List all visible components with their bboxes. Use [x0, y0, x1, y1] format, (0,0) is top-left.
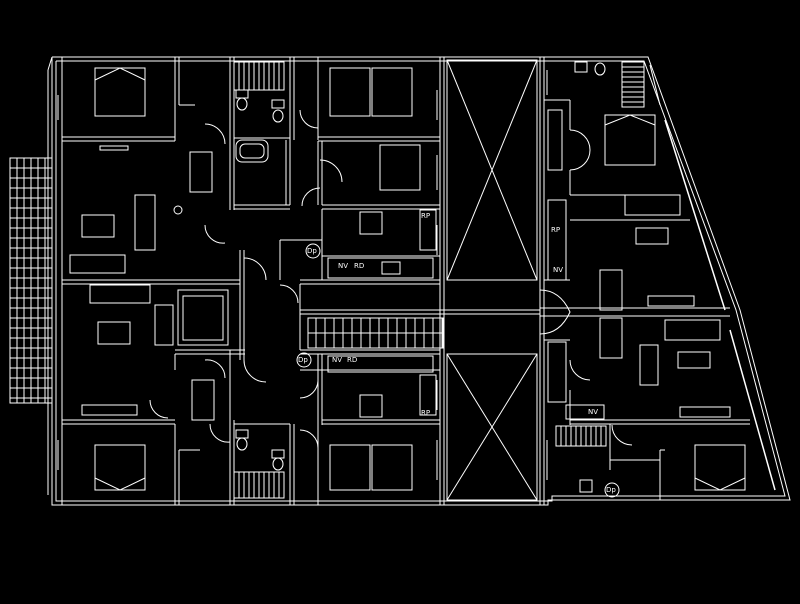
bathtub-icon: [235, 139, 269, 163]
dp-circles: [296, 243, 620, 498]
door-swing-icon: [149, 109, 633, 449]
sink-icon: [327, 109, 605, 420]
label-nv-2: NV: [332, 356, 342, 364]
bed-icon: [94, 67, 746, 491]
label-rp-1: RP: [421, 212, 430, 220]
label-dp-1: Dp: [307, 247, 317, 255]
outer-walls: [47, 56, 791, 506]
appliance-labels: RP RP RP NV RD NV RD NV NV Dp Dp Dp: [298, 212, 616, 494]
sofa-icon: [69, 194, 721, 386]
balcony-icon: [9, 157, 53, 404]
label-dp-3: Dp: [606, 486, 616, 494]
label-nv-4: NV: [588, 408, 598, 416]
window-marks: [57, 70, 776, 491]
staircase-icon: [233, 61, 645, 499]
label-rd-2: RD: [347, 356, 357, 364]
interior-walls: [61, 57, 750, 505]
toilet-icon: [235, 61, 606, 493]
label-rd-1: RD: [354, 262, 364, 270]
dining-table-icon: [81, 145, 731, 421]
label-dp-2: Dp: [298, 356, 308, 364]
label-nv-1: NV: [338, 262, 348, 270]
void-cross-icon: [446, 59, 730, 501]
label-nv-3: NV: [553, 266, 563, 274]
label-rp-2: RP: [421, 409, 430, 417]
label-rp-3: RP: [551, 226, 560, 234]
